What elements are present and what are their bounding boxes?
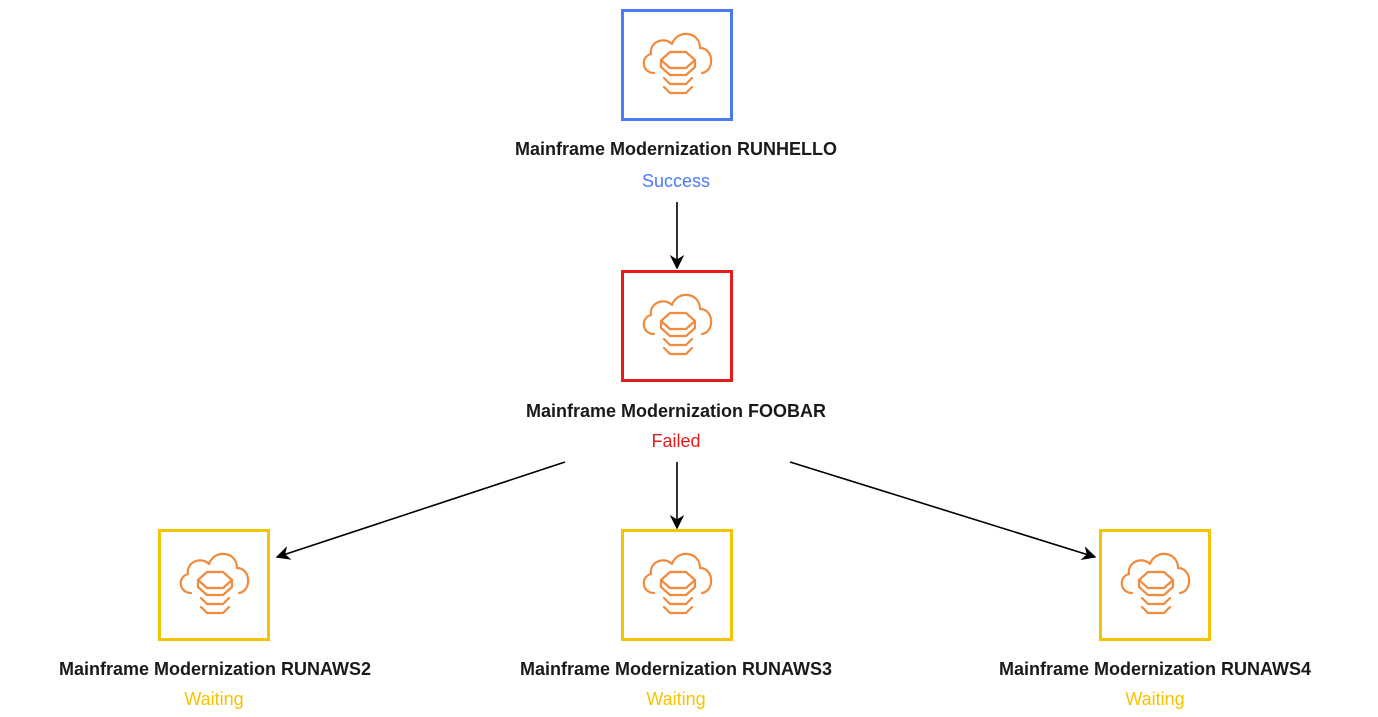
edge-foobar-runaws4 bbox=[789, 461, 1097, 561]
node-runaws4-status: Waiting bbox=[1125, 689, 1185, 709]
node-runaws4-box[interactable] bbox=[1099, 529, 1211, 641]
node-runhello-box[interactable] bbox=[621, 9, 733, 121]
node-foobar-box[interactable] bbox=[621, 270, 733, 382]
node-foobar-status: Failed bbox=[651, 431, 701, 451]
node-runaws2-status: Waiting bbox=[184, 689, 244, 709]
node-runaws4-title: Mainframe Modernization RUNAWS4 bbox=[998, 659, 1312, 679]
node-runaws3-box[interactable] bbox=[621, 529, 733, 641]
mainframe-modernization-icon bbox=[1120, 552, 1191, 615]
mainframe-modernization-icon bbox=[642, 552, 713, 615]
mainframe-modernization-icon bbox=[642, 32, 713, 95]
node-runhello-title: Mainframe Modernization RUNHELLO bbox=[514, 139, 837, 159]
edge-foobar-runaws2 bbox=[275, 461, 566, 560]
mainframe-modernization-icon bbox=[642, 293, 713, 356]
node-runaws2-title: Mainframe Modernization RUNAWS2 bbox=[58, 659, 372, 679]
node-runaws3-status: Waiting bbox=[646, 689, 706, 709]
node-foobar-title: Mainframe Modernization FOOBAR bbox=[525, 401, 826, 421]
node-runhello-status: Success bbox=[641, 171, 711, 191]
mainframe-modernization-icon bbox=[179, 552, 250, 615]
node-runaws3-title: Mainframe Modernization RUNAWS3 bbox=[519, 659, 833, 679]
node-runaws2-box[interactable] bbox=[158, 529, 270, 641]
